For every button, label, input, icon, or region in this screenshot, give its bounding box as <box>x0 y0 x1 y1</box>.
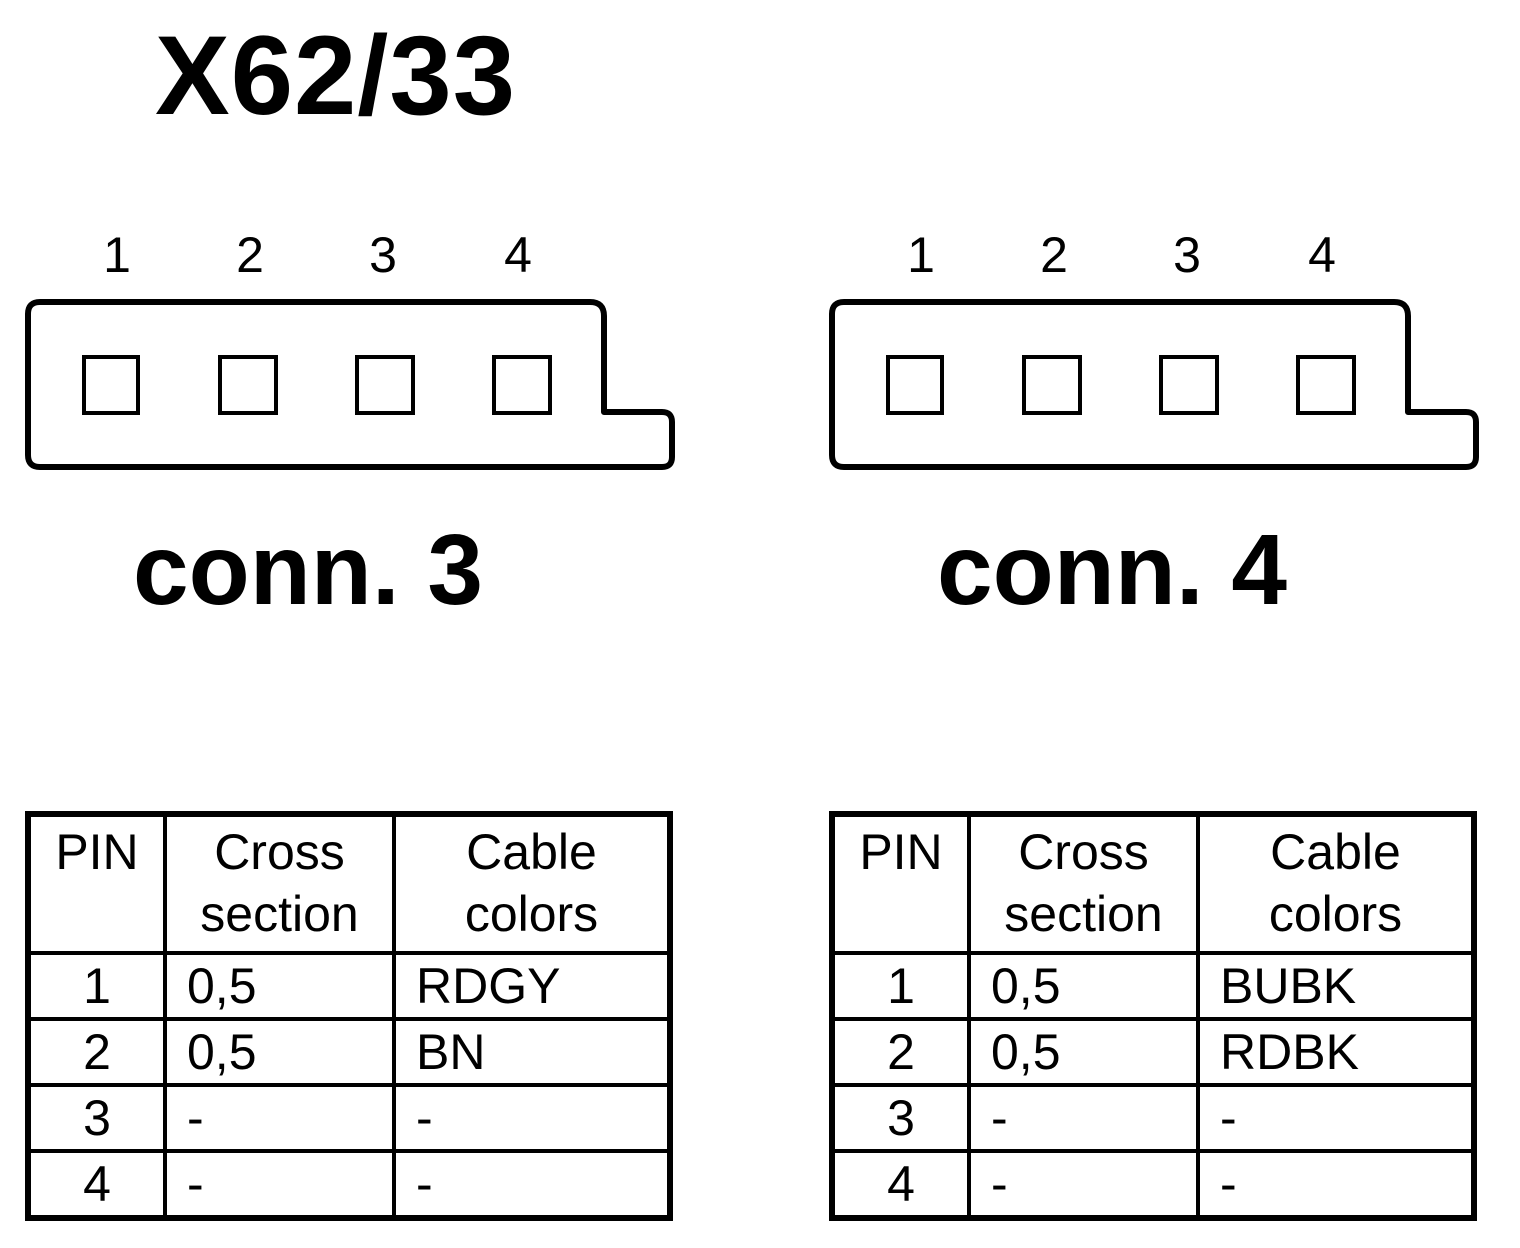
cross-section-cell: - <box>163 1083 396 1153</box>
column-header-pin: PIN <box>26 812 167 955</box>
cable-color-cell: - <box>1196 1083 1476 1153</box>
table-row: 1 0,5 RDGY <box>26 951 672 1021</box>
column-header-cross-section: Cross section <box>163 812 396 955</box>
pin-socket <box>886 355 944 415</box>
pin-cell: 1 <box>830 951 971 1021</box>
column-header-cable-colors: Cable colors <box>392 812 672 955</box>
connector-4-outline <box>829 299 1479 470</box>
pin-cell: 4 <box>26 1149 167 1220</box>
pin-table-conn-4: PIN Cross section Cable colors 1 0,5 BUB… <box>829 811 1477 1221</box>
pin-cell: 2 <box>26 1017 167 1087</box>
connector-4: 1 2 3 4 conn. 4 <box>804 220 1504 640</box>
column-header-cable-colors: Cable colors <box>1196 812 1476 955</box>
pin-socket <box>1159 355 1219 415</box>
pin-cell: 2 <box>830 1017 971 1087</box>
pin-cell: 3 <box>830 1083 971 1153</box>
pin-number: 2 <box>1040 227 1068 283</box>
pin-number: 1 <box>907 227 935 283</box>
column-header-cross-section: Cross section <box>967 812 1200 955</box>
pin-socket <box>1022 355 1082 415</box>
pin-socket <box>355 355 415 415</box>
pin-cell: 3 <box>26 1083 167 1153</box>
pin-number: 4 <box>504 227 532 283</box>
table-header-row: PIN Cross section Cable colors <box>830 812 1476 955</box>
cable-color-cell: BN <box>392 1017 672 1087</box>
pin-number: 3 <box>369 227 397 283</box>
cross-section-cell: - <box>967 1083 1200 1153</box>
pin-number: 2 <box>236 227 264 283</box>
connector-3: 1 2 3 4 conn. 3 <box>0 220 700 640</box>
pin-number: 4 <box>1308 227 1336 283</box>
cable-color-cell: - <box>392 1083 672 1153</box>
table-row: 3 - - <box>830 1083 1476 1153</box>
pin-number: 1 <box>103 227 131 283</box>
cross-section-cell: - <box>967 1149 1200 1220</box>
cable-color-cell: RDBK <box>1196 1017 1476 1087</box>
pin-socket <box>218 355 278 415</box>
pin-table-conn-3: PIN Cross section Cable colors 1 0,5 RDG… <box>25 811 673 1221</box>
pin-cell: 1 <box>26 951 167 1021</box>
column-header-pin: PIN <box>830 812 971 955</box>
table-row: 2 0,5 BN <box>26 1017 672 1087</box>
cross-section-cell: 0,5 <box>163 951 396 1021</box>
cross-section-cell: - <box>163 1149 396 1220</box>
cross-section-cell: 0,5 <box>163 1017 396 1087</box>
cable-color-cell: - <box>392 1149 672 1220</box>
table-row: 3 - - <box>26 1083 672 1153</box>
table-row: 4 - - <box>830 1149 1476 1220</box>
cable-color-cell: RDGY <box>392 951 672 1021</box>
cross-section-cell: 0,5 <box>967 951 1200 1021</box>
connector-label: conn. 3 <box>133 514 484 626</box>
cable-color-cell: - <box>1196 1149 1476 1220</box>
pin-socket <box>82 355 140 415</box>
connector-label: conn. 4 <box>937 514 1288 626</box>
pin-socket <box>492 355 552 415</box>
table-row: 2 0,5 RDBK <box>830 1017 1476 1087</box>
table-row: 4 - - <box>26 1149 672 1220</box>
cable-color-cell: BUBK <box>1196 951 1476 1021</box>
pin-socket <box>1296 355 1356 415</box>
cross-section-cell: 0,5 <box>967 1017 1200 1087</box>
table-row: 1 0,5 BUBK <box>830 951 1476 1021</box>
pin-number: 3 <box>1173 227 1201 283</box>
diagram-title: X62/33 <box>155 13 516 138</box>
pin-cell: 4 <box>830 1149 971 1220</box>
connector-3-outline <box>25 299 675 470</box>
table-header-row: PIN Cross section Cable colors <box>26 812 672 955</box>
